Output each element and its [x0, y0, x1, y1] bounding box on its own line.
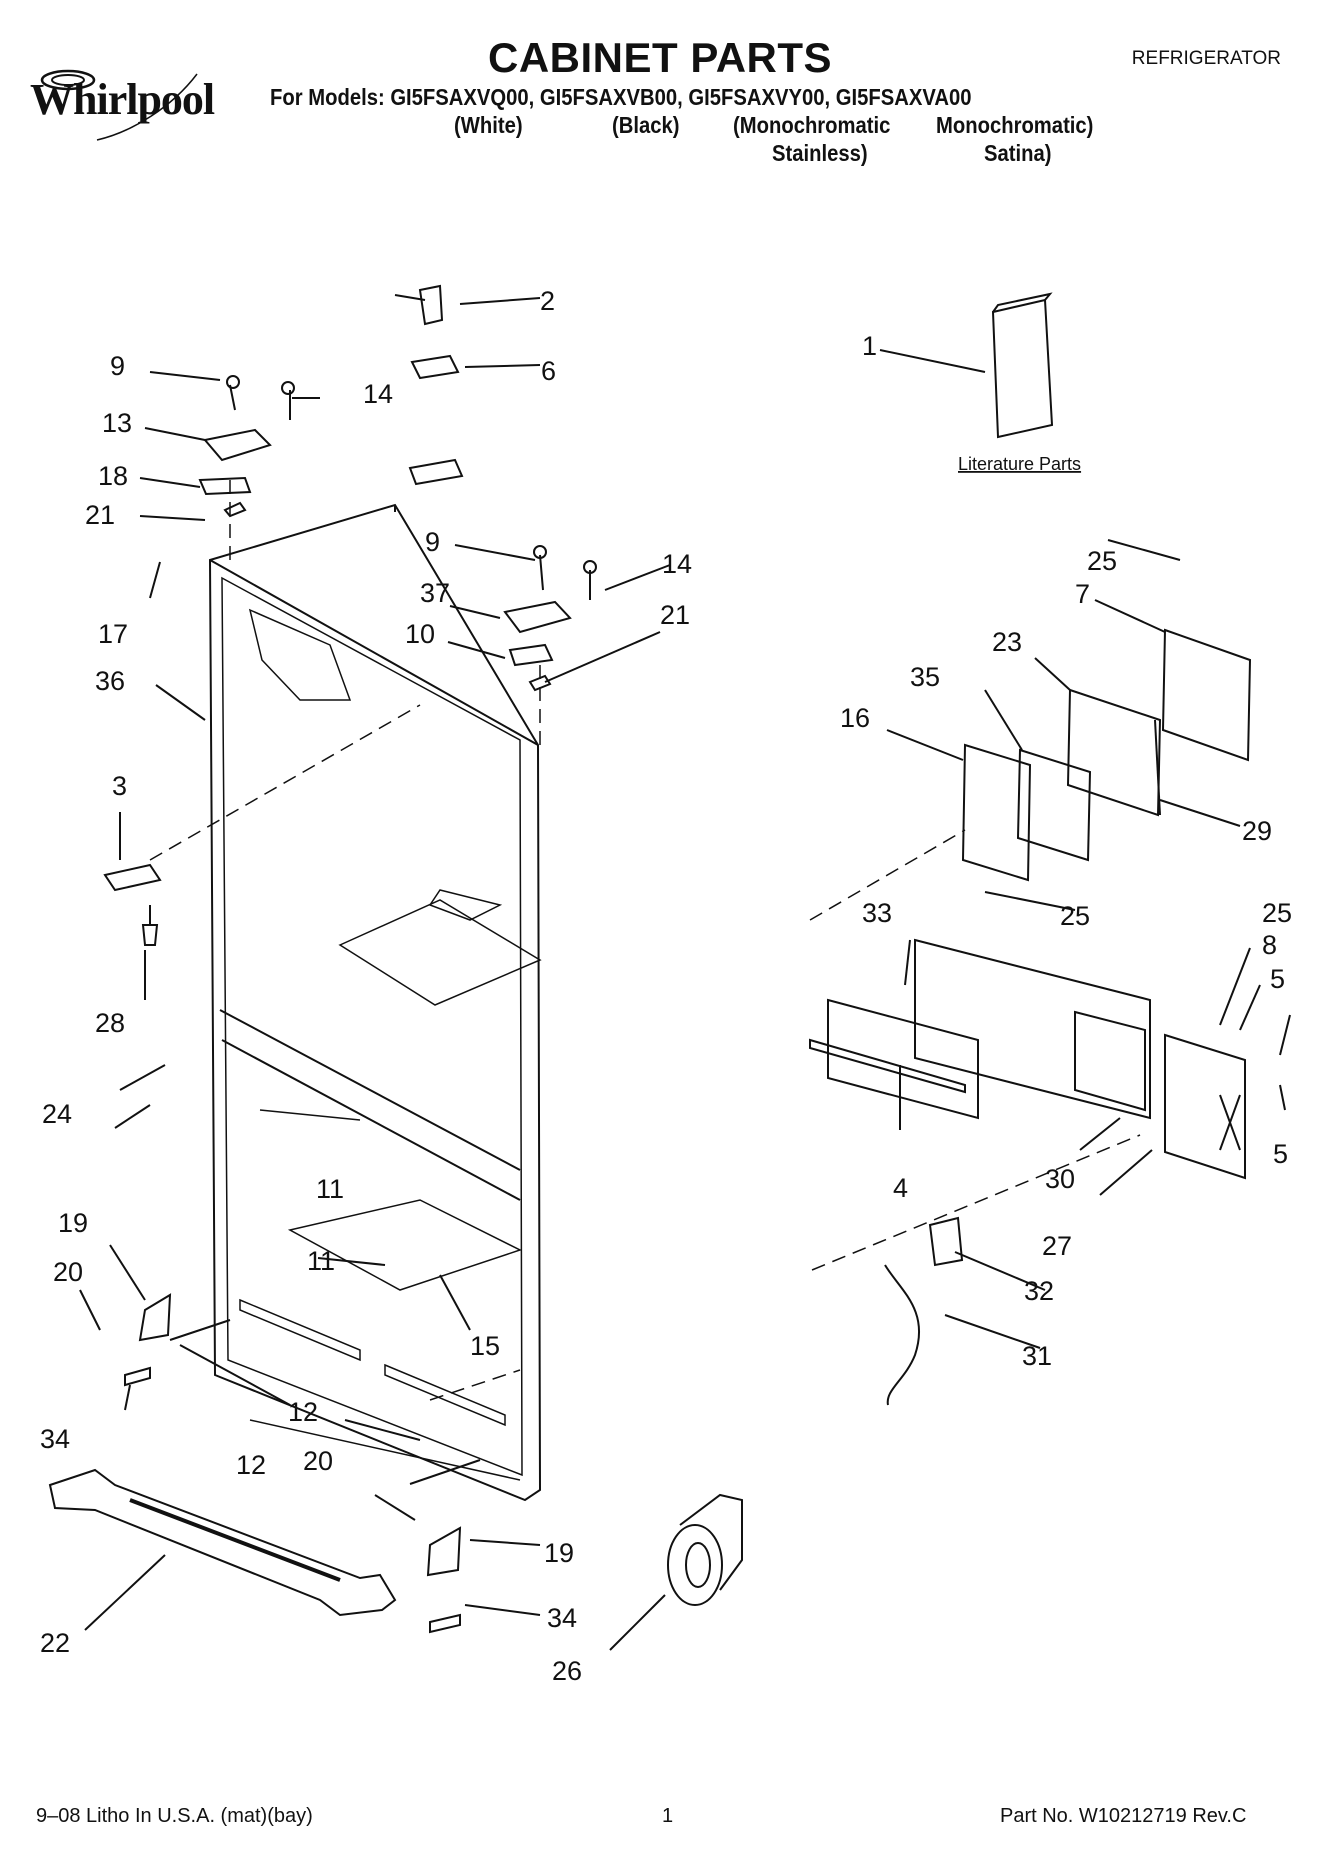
color-mono-stainless-b: Stainless) [772, 140, 868, 166]
callout-19: 19 [544, 1538, 574, 1568]
callout-6: 6 [541, 356, 556, 386]
callout-29: 29 [1242, 816, 1272, 846]
callout-37: 37 [420, 578, 450, 608]
top-hinge-left [203, 428, 272, 462]
callout-23: 23 [992, 627, 1022, 657]
callout-34: 34 [547, 1603, 577, 1633]
callout-5: 5 [1273, 1139, 1288, 1169]
literature-part [991, 298, 1054, 439]
callout-3: 3 [112, 771, 127, 801]
callout-31: 31 [1022, 1341, 1052, 1371]
literature-parts-label: Literature Parts [958, 454, 1081, 474]
color-black: (Black) [612, 112, 680, 138]
model-list: For Models: GI5FSAXVQ00, GI5FSAXVB00, GI… [270, 84, 972, 110]
callout-7: 7 [1075, 579, 1090, 609]
callout-numbers: 1234556789910111112121314141516171819192… [40, 286, 1292, 1686]
callout-20: 20 [53, 1257, 83, 1287]
callout-27: 27 [1042, 1231, 1072, 1261]
callout-22: 22 [40, 1628, 70, 1658]
page-title: CABINET PARTS [488, 34, 833, 81]
callout-leaders [79, 297, 1291, 1651]
callout-2: 2 [540, 286, 555, 316]
callout-19: 19 [58, 1208, 88, 1238]
page-number: 1 [662, 1805, 674, 1827]
callout-34: 34 [40, 1424, 70, 1454]
callout-10: 10 [405, 619, 435, 649]
callout-25: 25 [1060, 901, 1090, 931]
callout-18: 18 [98, 461, 128, 491]
callout-11: 11 [307, 1246, 335, 1276]
callout-30: 30 [1045, 1164, 1075, 1194]
top-hinge-center [503, 600, 572, 634]
callout-20: 20 [303, 1446, 333, 1476]
callout-16: 16 [840, 703, 870, 733]
callout-24: 24 [42, 1099, 72, 1129]
callout-35: 35 [910, 662, 940, 692]
callout-33: 33 [862, 898, 892, 928]
callout-21: 21 [660, 600, 690, 630]
color-mono-stainless-a: (Monochromatic [733, 112, 891, 138]
callout-9: 9 [425, 527, 440, 557]
callout-17: 17 [98, 619, 128, 649]
callout-1: 1 [862, 331, 877, 361]
product-category: REFRIGERATOR [1131, 48, 1281, 69]
water-valve [418, 284, 444, 326]
footer-print-info: 9–08 Litho In U.S.A. (mat)(bay) [36, 1805, 313, 1827]
callout-25: 25 [1262, 898, 1292, 928]
callout-15: 15 [470, 1331, 500, 1361]
callout-12: 12 [236, 1450, 266, 1480]
callout-8: 8 [1262, 930, 1277, 960]
callout-4: 4 [893, 1173, 908, 1203]
brand-name: Whirlpool [30, 75, 215, 124]
color-white: (White) [454, 112, 523, 138]
callout-9: 9 [110, 351, 125, 381]
callout-28: 28 [95, 1008, 125, 1038]
callout-21: 21 [85, 500, 115, 530]
callout-32: 32 [1024, 1276, 1054, 1306]
callout-14: 14 [662, 549, 692, 579]
callout-26: 26 [552, 1656, 582, 1686]
grille [48, 1468, 397, 1617]
part-number: Part No. W10212719 Rev.C [1000, 1805, 1247, 1827]
callout-11: 11 [316, 1174, 344, 1204]
whirlpool-logo [40, 69, 198, 141]
color-mono-satina-b: Satina) [984, 140, 1052, 166]
callout-5: 5 [1270, 964, 1285, 994]
callout-36: 36 [95, 666, 125, 696]
callout-13: 13 [102, 408, 132, 438]
color-mono-satina-a: Monochromatic) [936, 112, 1094, 138]
callout-12: 12 [288, 1397, 318, 1427]
callout-25: 25 [1087, 546, 1117, 576]
callout-14: 14 [363, 379, 393, 409]
